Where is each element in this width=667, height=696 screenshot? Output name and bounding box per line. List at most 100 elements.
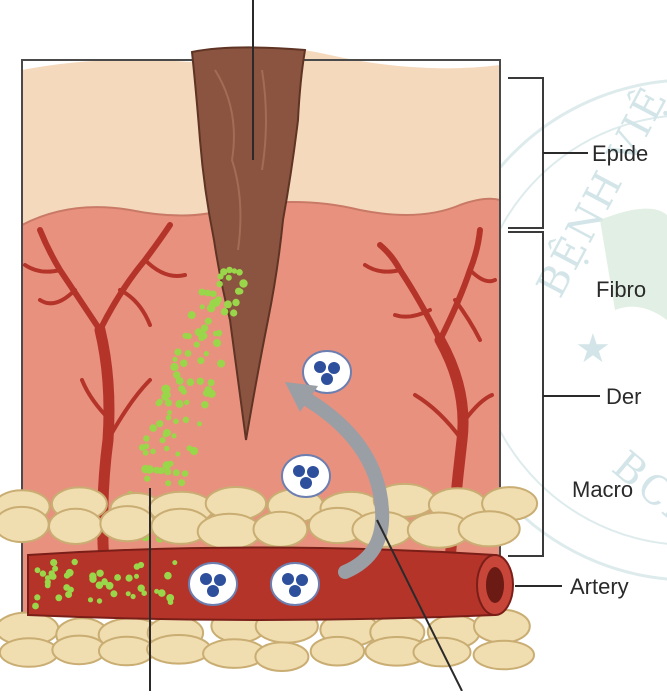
fat-lobule (311, 637, 364, 666)
granule (198, 334, 205, 341)
label-epidermis: Epide (592, 141, 648, 166)
fat-lobule (52, 636, 105, 665)
fat-lobule (474, 641, 534, 670)
granule (163, 432, 168, 437)
granule (236, 269, 243, 276)
fat-lobule (254, 512, 308, 547)
granule (204, 351, 209, 356)
granule (197, 357, 204, 364)
granule (201, 328, 206, 333)
granule (180, 359, 188, 367)
granule (205, 318, 212, 325)
granule (165, 480, 171, 486)
fat-lobule (0, 507, 49, 542)
granule (89, 576, 96, 583)
granule (63, 584, 70, 591)
granule (164, 446, 169, 451)
granule (164, 392, 171, 399)
granule (239, 279, 247, 287)
granule (46, 582, 51, 587)
granule (40, 570, 46, 576)
granule (126, 575, 133, 582)
granule (200, 304, 205, 309)
label-dermis: Der (606, 384, 641, 409)
granule (216, 281, 223, 288)
granule (170, 363, 178, 371)
granule (50, 559, 57, 566)
granule (208, 379, 215, 386)
granule (183, 417, 189, 423)
fat-lobule (49, 509, 102, 544)
granule (66, 569, 74, 577)
granule (184, 400, 189, 405)
granule (88, 597, 93, 602)
granule (146, 465, 154, 473)
granule (150, 449, 156, 455)
granule (197, 378, 204, 385)
granule (72, 559, 78, 565)
granule (149, 424, 157, 432)
fat-lobule (100, 506, 154, 541)
granule (163, 461, 171, 469)
granule (232, 299, 239, 306)
granule (230, 309, 237, 316)
label-fibroblast: Fibro (596, 277, 646, 302)
watermark-star: ★ (575, 326, 613, 372)
granule (216, 330, 222, 336)
granule (226, 275, 232, 281)
granule (110, 590, 117, 597)
fat-lobule (255, 642, 308, 671)
granule (238, 289, 244, 295)
granule (221, 308, 229, 316)
granule (165, 399, 172, 406)
granule (220, 268, 227, 275)
granule (174, 349, 181, 356)
granule (65, 591, 72, 598)
granule (168, 599, 174, 605)
granule (217, 360, 225, 368)
granule (172, 357, 177, 362)
granule (134, 574, 139, 579)
granule (178, 479, 185, 486)
granule (173, 371, 180, 378)
granule (96, 570, 103, 577)
granule (160, 437, 166, 443)
granule (226, 267, 233, 274)
granule (138, 562, 144, 568)
granule (194, 342, 200, 348)
granule (232, 268, 237, 273)
granule (114, 574, 121, 581)
granule (224, 300, 232, 308)
granule (101, 579, 108, 586)
granule (126, 591, 131, 596)
granule (207, 304, 215, 312)
granule (143, 450, 149, 456)
granule (34, 594, 40, 600)
granule (185, 350, 192, 357)
granule (144, 476, 150, 482)
label-artery: Artery (570, 574, 629, 599)
granule (178, 385, 185, 392)
leukocyte (282, 455, 330, 497)
granule (190, 447, 198, 455)
granule (164, 572, 172, 580)
fat-lobule (99, 637, 154, 666)
fat-lobule (198, 514, 261, 549)
granule (172, 560, 177, 565)
leukocyte (189, 563, 237, 605)
label-macrophage: Macro (572, 477, 633, 502)
leukocyte (271, 563, 319, 605)
granule (158, 467, 165, 474)
granule (173, 419, 179, 425)
granule (50, 573, 57, 580)
granule (35, 567, 41, 573)
granule (166, 415, 172, 421)
granule (156, 420, 163, 427)
granule (213, 339, 221, 347)
granule (197, 421, 202, 426)
granule (167, 410, 172, 415)
fat-lobule (147, 635, 210, 664)
granule (157, 399, 163, 405)
granule (131, 594, 136, 599)
